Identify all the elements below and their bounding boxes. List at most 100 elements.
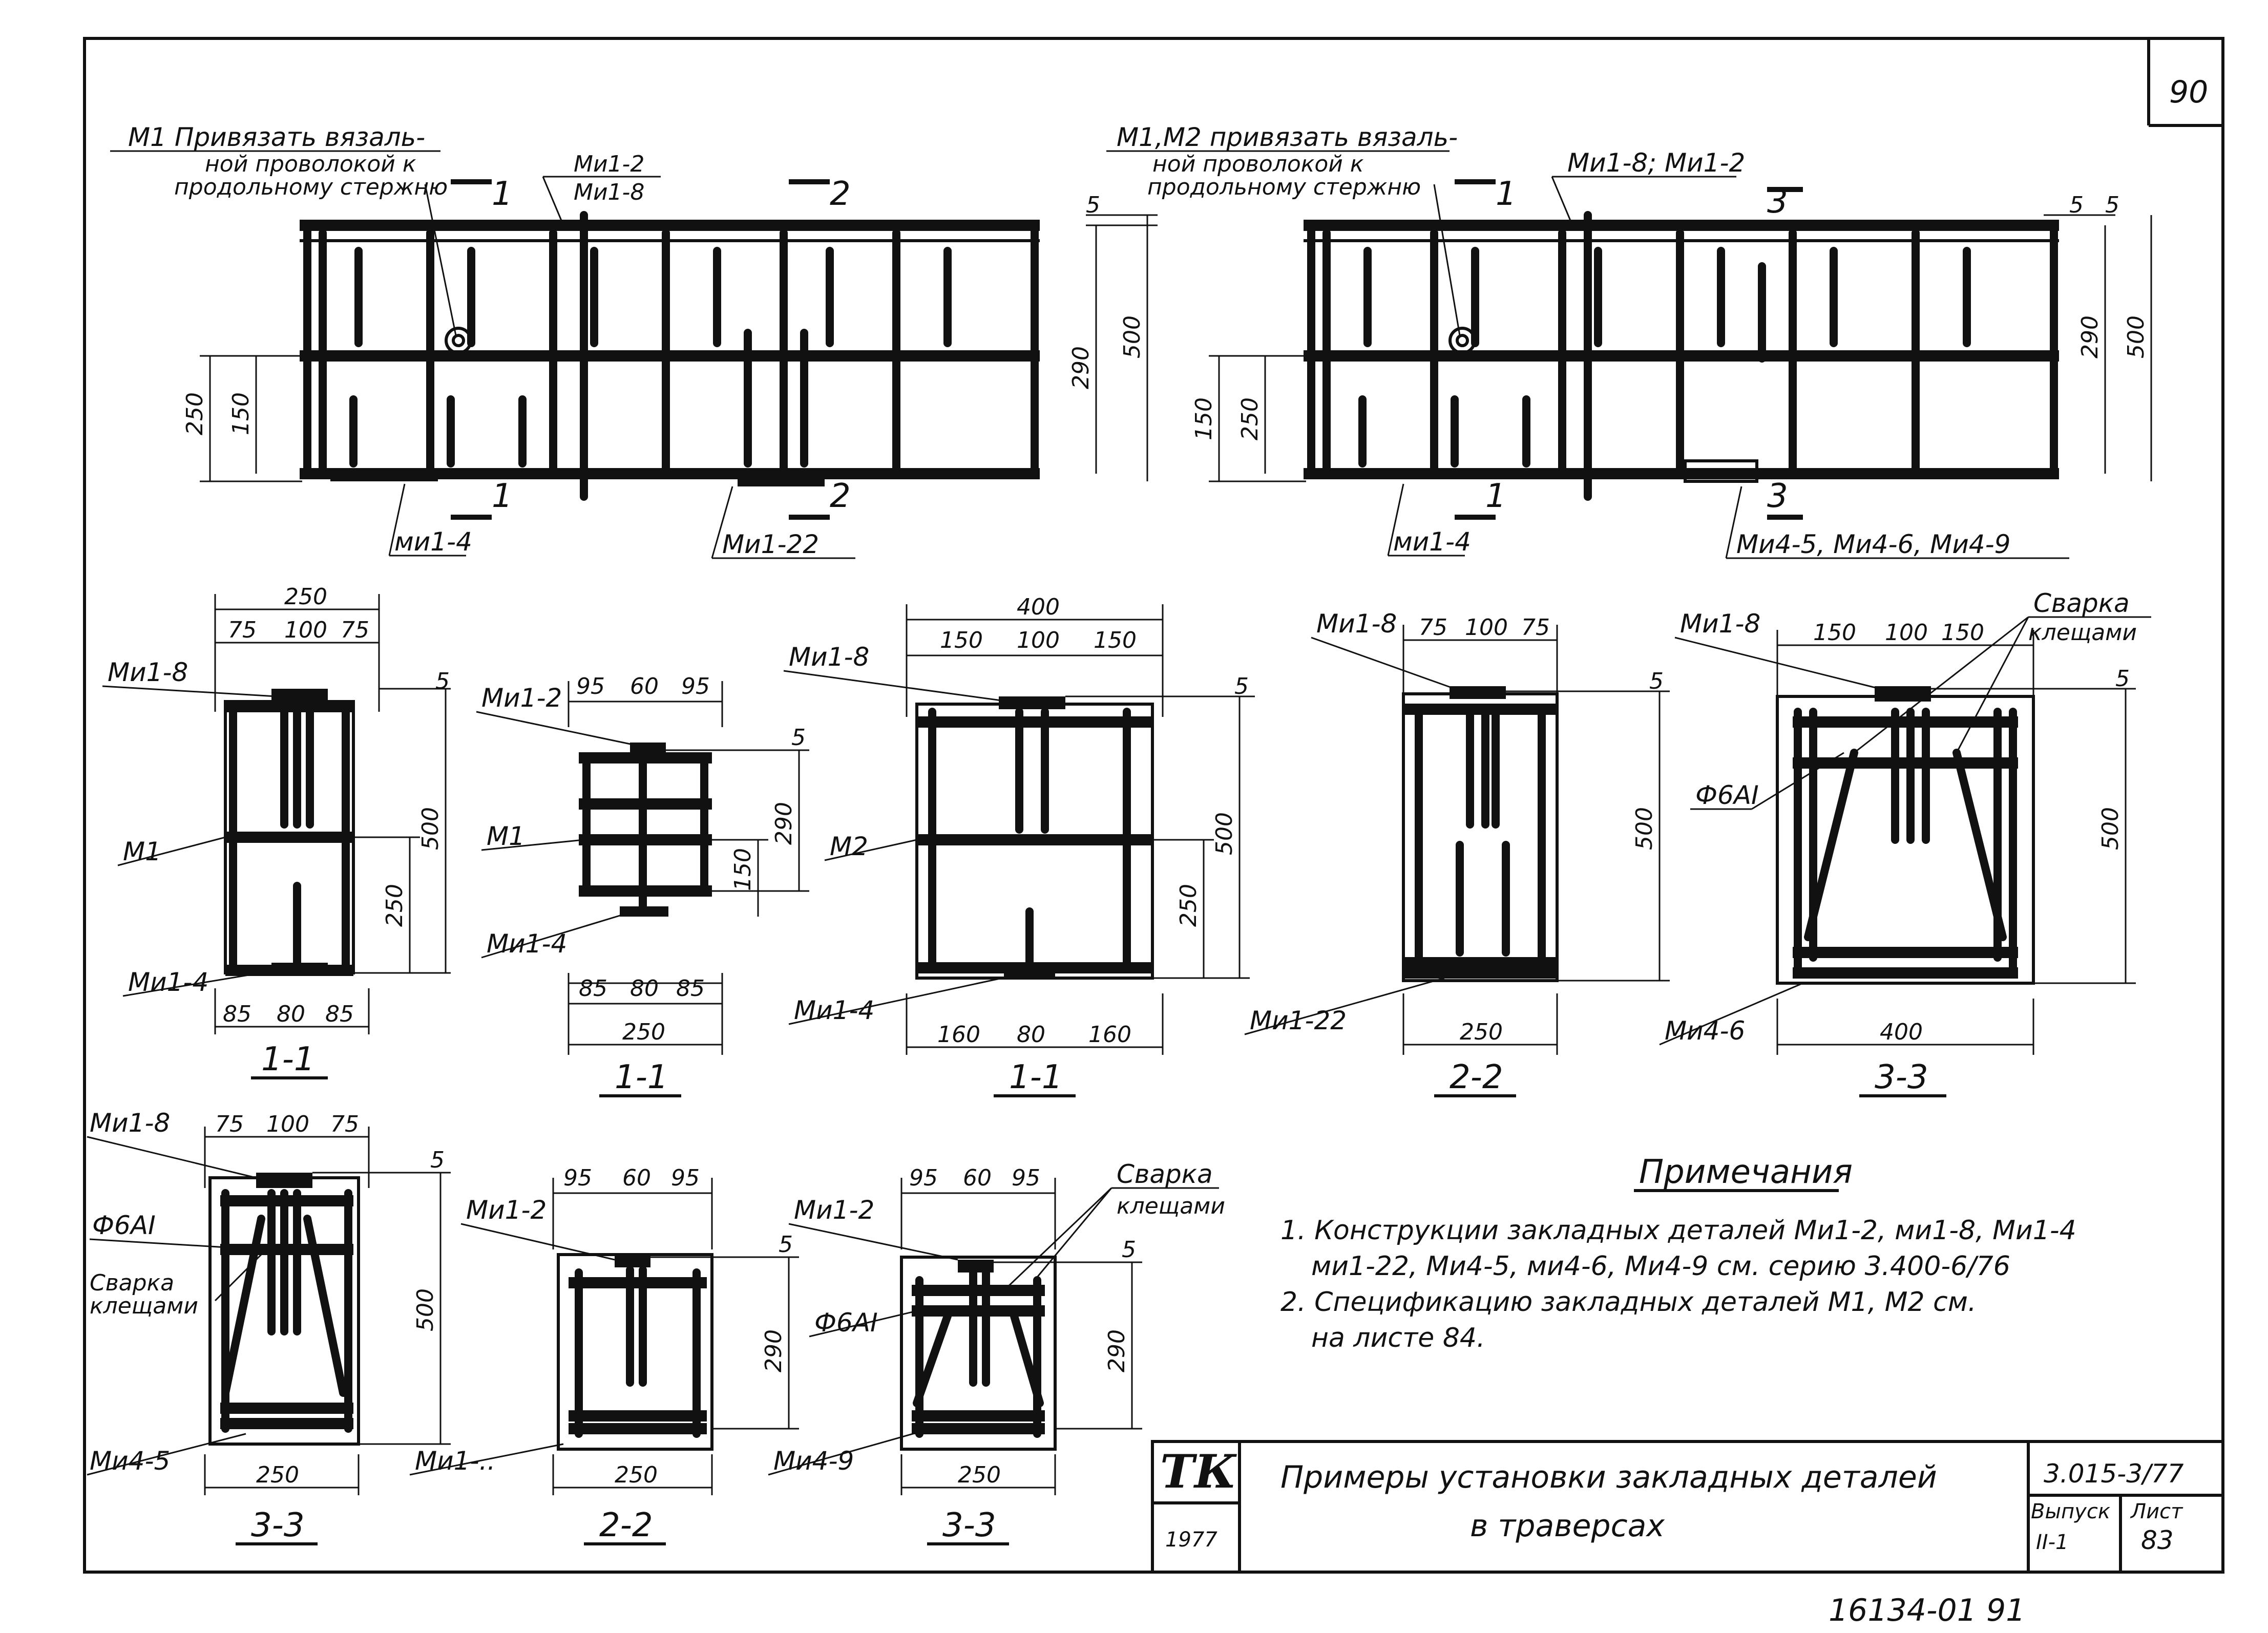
sc-dim-top: 400 <box>1017 594 1060 620</box>
sd-dim-p3: 75 <box>1521 614 1550 641</box>
sf-dim-p1: 75 <box>215 1111 244 1137</box>
sh-dim-p3: 95 <box>1012 1165 1040 1191</box>
sh-dim-5: 5 <box>1122 1237 1136 1263</box>
sa-caption: 1-1 <box>261 1041 315 1078</box>
tr-dim-5a: 5 <box>2069 192 2084 218</box>
se-dim-total: 400 <box>1880 1019 1923 1045</box>
sc-dim-500: 500 <box>1211 812 1237 855</box>
section-a: 250 75 100 75 5 500 250 85 80 85 Ми1-8 М… <box>102 584 451 1079</box>
notes-block: Примечания 1. Конструкции закладных дета… <box>1280 1153 2076 1353</box>
tr-dim-290: 290 <box>2077 315 2103 358</box>
section-b: 95 60 95 5 290 150 85 80 85 250 Ми1-2 М1… <box>476 673 809 1097</box>
tl-dim-250: 250 <box>182 392 208 435</box>
archive-number: 16134-01 91 <box>1829 1593 2025 1628</box>
sg-dim-290: 290 <box>761 1329 787 1372</box>
sd-dim-500: 500 <box>1631 807 1657 850</box>
sf-label-mi1-8: Ми1-8 <box>90 1108 170 1138</box>
sh-weld-line2: клещами <box>1117 1193 1225 1219</box>
se-dim-p2: 100 <box>1885 620 1928 646</box>
sf-weld-line2: клещами <box>90 1293 198 1319</box>
tr-note-line2: ной проволокой к <box>1152 151 1364 177</box>
tr-label-mi4: Ми4-5, Ми4-6, Ми4-9 <box>1736 529 2010 559</box>
tr-dim-500: 500 <box>2123 315 2149 358</box>
sf-dim-500: 500 <box>412 1288 438 1331</box>
sb-dim-150: 150 <box>730 848 756 891</box>
tl-cut1-top: 1 <box>492 175 513 213</box>
sc-dim-b2: 80 <box>1017 1022 1045 1048</box>
sd-label-mi1-8: Ми1-8 <box>1316 609 1397 639</box>
tb-issue-value: II-1 <box>2036 1531 2068 1554</box>
sh-dim-290: 290 <box>1104 1329 1130 1372</box>
tk-logo: ТК <box>1160 1445 1237 1499</box>
sa-dim-b2: 80 <box>277 1001 305 1027</box>
sf-dim-p3: 75 <box>330 1111 359 1137</box>
sb-dim-b1: 85 <box>579 975 607 1002</box>
tr-note-line3: продольному стержню <box>1147 174 1421 200</box>
sh-label-mi1-2: Ми1-2 <box>794 1195 874 1225</box>
section-d: 75 100 75 5 500 250 Ми1-8 Ми1-22 2-2 <box>1244 609 1670 1097</box>
se-dim-500: 500 <box>2097 807 2124 850</box>
se-weld-line2: клещами <box>2028 620 2137 646</box>
sg-caption: 2-2 <box>599 1507 653 1544</box>
sc-dim-b3: 160 <box>1088 1022 1131 1048</box>
sd-dim-p2: 100 <box>1465 614 1508 641</box>
sg-dim-5: 5 <box>779 1232 793 1258</box>
title-block: ТК 1977 Примеры установки закладных дета… <box>1151 1440 2224 1574</box>
tl-tag-top: Ми1-2 <box>574 151 644 177</box>
sa-dim-p1: 75 <box>228 617 257 643</box>
sc-dim-p2: 100 <box>1017 627 1060 653</box>
sh-caption: 3-3 <box>942 1507 996 1544</box>
sa-dim-250: 250 <box>382 884 408 927</box>
tl-cut2-top: 2 <box>830 175 851 213</box>
sf-dim-total: 250 <box>256 1462 299 1488</box>
sh-dim-total: 250 <box>958 1462 1001 1488</box>
sa-label-m1: М1 <box>123 837 161 866</box>
section-c: 400 150 100 150 5 500 250 160 80 160 Ми1… <box>783 594 1255 1097</box>
tl-dim-290: 290 <box>1068 346 1094 389</box>
sb-dim-total: 250 <box>622 1019 665 1045</box>
sc-dim-5: 5 <box>1234 673 1249 699</box>
notes-heading: Примечания <box>1639 1153 1853 1191</box>
se-label-f6ai: Ф6АI <box>1695 780 1759 810</box>
tr-cut1-top: 1 <box>1496 175 1517 213</box>
sb-dim-b2: 80 <box>630 975 659 1002</box>
se-label-mi1-8: Ми1-8 <box>1680 609 1760 639</box>
sh-dim-p1: 95 <box>909 1165 938 1191</box>
sc-dim-250: 250 <box>1175 884 1202 927</box>
sb-dim-p1: 95 <box>576 673 605 699</box>
sf-label-f6ai: Ф6АI <box>92 1211 156 1240</box>
section-h: 95 60 95 5 290 250 Ми1-2 Ф6АI Ми4-9 Свар… <box>768 1159 1225 1545</box>
tr-note-line1: М1,М2 привязать вязаль- <box>1117 122 1458 152</box>
sc-dim-p3: 150 <box>1094 627 1137 653</box>
sf-dim-5: 5 <box>430 1147 445 1173</box>
sb-dim-p2: 60 <box>630 673 659 699</box>
tb-sheet-value: 83 <box>2141 1525 2174 1555</box>
sheet-number: 90 <box>2169 74 2208 110</box>
tr-cut3-bottom: 3 <box>1767 477 1788 515</box>
se-dim-5: 5 <box>2115 666 2130 692</box>
sa-dim-5: 5 <box>435 668 450 694</box>
section-e: 150 100 150 5 500 400 Ми1-8 Ф6АI Ми4-6 <box>1659 588 2151 1097</box>
sb-label-mi1-2: Ми1-2 <box>481 683 562 713</box>
tb-sheet-label: Лист <box>2130 1500 2183 1523</box>
tr-dim-150: 150 <box>1191 397 1217 440</box>
tl-note-line3: продольному стержню <box>174 174 448 200</box>
sc-caption: 1-1 <box>1009 1058 1063 1096</box>
sb-dim-5: 5 <box>791 725 806 751</box>
sb-dim-b3: 85 <box>676 975 705 1002</box>
notes-line4: на листе 84. <box>1311 1323 1485 1353</box>
sa-label-mi1-4: Ми1-4 <box>128 967 208 997</box>
sf-caption: 3-3 <box>251 1507 305 1544</box>
tr-tag-top: Ми1-8; Ми1-2 <box>1567 148 1745 178</box>
se-dim-p1: 150 <box>1813 620 1856 646</box>
tl-tag-top2: Ми1-8 <box>574 179 644 205</box>
sc-dim-b1: 160 <box>937 1022 980 1048</box>
sd-caption: 2-2 <box>1450 1058 1503 1096</box>
se-weld-line1: Сварка <box>2033 588 2130 618</box>
notes-line1: 1. Конструкции закладных деталей Ми1-2, … <box>1280 1215 2076 1246</box>
section-g: 95 60 95 5 290 250 Ми1-2 Ми1-.. 2-2 <box>409 1165 799 1545</box>
sg-dim-p2: 60 <box>622 1165 651 1191</box>
sa-dim-top: 250 <box>284 584 327 610</box>
sc-label-m2: М2 <box>830 832 868 861</box>
